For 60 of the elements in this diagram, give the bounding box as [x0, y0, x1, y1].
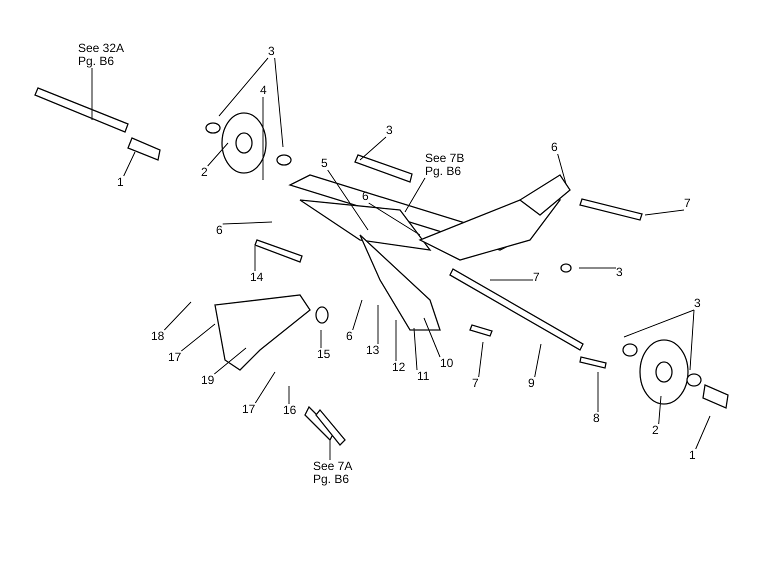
- callout-number: 12: [392, 361, 406, 374]
- callout-number: 9: [528, 377, 535, 390]
- callout-number: 3: [386, 124, 393, 137]
- leader-line: [222, 222, 272, 224]
- callout-number: 18: [151, 330, 164, 343]
- leader-line: [123, 152, 136, 176]
- callout-number: 17: [168, 351, 182, 364]
- callout-number: 5: [321, 157, 328, 170]
- callout-number: 2: [201, 166, 208, 179]
- leader-line: [254, 246, 256, 272]
- leader-line: [288, 386, 290, 404]
- callout-number: 3: [268, 45, 275, 58]
- leader-line: [644, 210, 684, 216]
- leader-line: [695, 416, 710, 450]
- callout-number: 1: [689, 449, 696, 462]
- callout-number: 2: [652, 424, 659, 437]
- callout-number: 3: [694, 297, 701, 310]
- reference-note: See 32A Pg. B6: [78, 42, 138, 68]
- callout-number: 19: [201, 374, 214, 387]
- leader-line: [218, 58, 268, 116]
- callout-number: 16: [283, 404, 296, 417]
- leader-line: [274, 58, 284, 148]
- leader-line: [327, 170, 368, 230]
- callout-number: 7: [684, 197, 691, 210]
- callout-number: 6: [346, 330, 353, 343]
- callout-number: 6: [551, 141, 558, 154]
- reference-note: See 7B Pg. B6: [425, 152, 485, 178]
- leader-line: [207, 142, 228, 166]
- callout-number: 17: [242, 403, 256, 416]
- callout-number: 10: [440, 357, 454, 370]
- leader-line: [180, 324, 216, 352]
- callout-number: 15: [317, 348, 330, 361]
- leader-line: [534, 344, 542, 378]
- callout-number: 7: [533, 271, 540, 284]
- leader-line: [320, 330, 322, 348]
- callout-number: 14: [250, 271, 264, 284]
- leader-line: [624, 310, 694, 338]
- leader-line: [214, 348, 246, 374]
- leader-line: [414, 328, 418, 370]
- leader-line: [360, 136, 386, 160]
- callout-number: 4: [260, 84, 267, 97]
- leader-line: [404, 178, 426, 212]
- callout-number: 3: [616, 266, 623, 279]
- leader-line: [690, 310, 694, 370]
- callout-number: 6: [216, 224, 223, 237]
- callout-number: 7: [472, 377, 479, 390]
- callout-number: 11: [417, 370, 430, 383]
- leader-line: [478, 342, 484, 378]
- leader-line: [557, 154, 566, 184]
- leader-line: [262, 96, 264, 180]
- leader-line: [164, 302, 192, 330]
- leader-line: [368, 202, 420, 236]
- callout-number: 13: [366, 344, 380, 357]
- callout-number: 8: [593, 412, 600, 425]
- reference-note: See 7A Pg. B6: [313, 460, 373, 486]
- leader-line: [254, 372, 276, 404]
- leader-line: [352, 300, 362, 330]
- leader-line: [424, 318, 440, 358]
- callout-number: 1: [117, 176, 124, 189]
- leader-line: [658, 396, 662, 424]
